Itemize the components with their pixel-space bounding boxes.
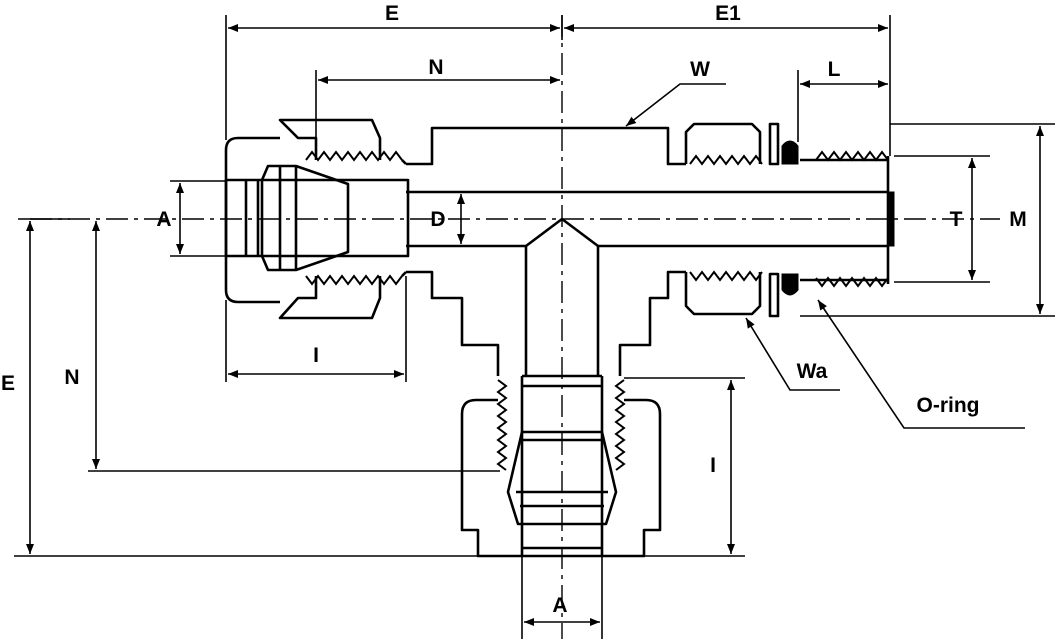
bottom-nut: [460, 374, 662, 558]
label-m: M: [1009, 208, 1027, 231]
label-e-top: E: [385, 2, 399, 25]
center-lines: [30, 15, 1000, 639]
right-port: [684, 122, 895, 318]
label-a-bottom: A: [552, 594, 567, 617]
label-wa: Wa: [797, 360, 828, 383]
label-d: D: [430, 208, 445, 231]
label-n-top: N: [428, 56, 443, 79]
dimension-labels: E E1 N W L A D T M I E N Wa O-ring I A: [1, 2, 1027, 617]
label-e-left: E: [1, 372, 15, 395]
label-i-horizontal: I: [313, 344, 319, 367]
label-t: T: [950, 208, 963, 231]
label-a-left: A: [156, 208, 171, 231]
label-i-vertical: I: [710, 454, 716, 477]
leader-lines: [625, 83, 1025, 429]
label-n-left: N: [64, 366, 79, 389]
tee-body: [406, 126, 888, 376]
label-e1: E1: [715, 2, 741, 25]
label-l: L: [828, 58, 841, 81]
extension-lines: [14, 15, 1055, 639]
label-o-ring: O-ring: [917, 394, 980, 417]
left-nut: [224, 118, 410, 320]
label-w: W: [690, 58, 710, 81]
dimension-lines: [26, 24, 1044, 626]
